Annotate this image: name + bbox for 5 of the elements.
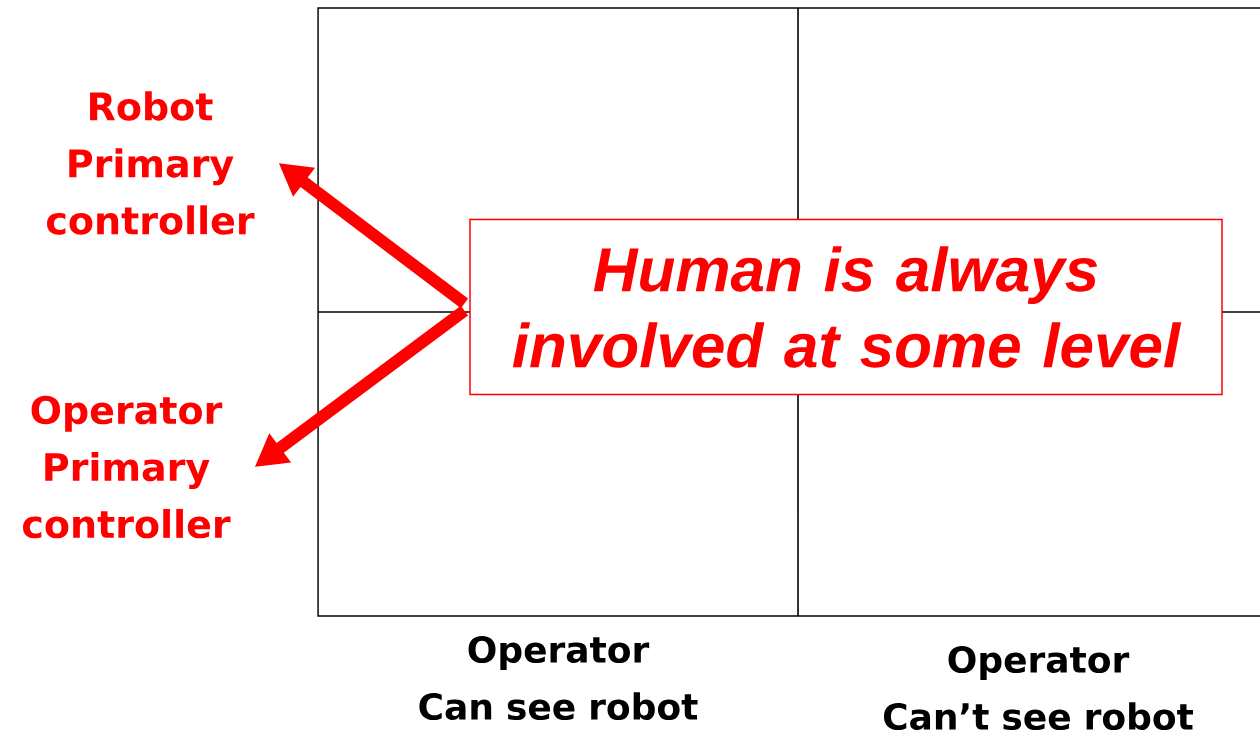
- label-text: Robot Primary controller: [47, 91, 255, 235]
- callout-box: Human is always involved at some level: [469, 218, 1223, 396]
- axis-label: Operator Can see robot: [419, 635, 698, 721]
- label-text: Operator Primary controller: [23, 395, 231, 539]
- axis-label: Operator Can’t see robot: [883, 645, 1193, 731]
